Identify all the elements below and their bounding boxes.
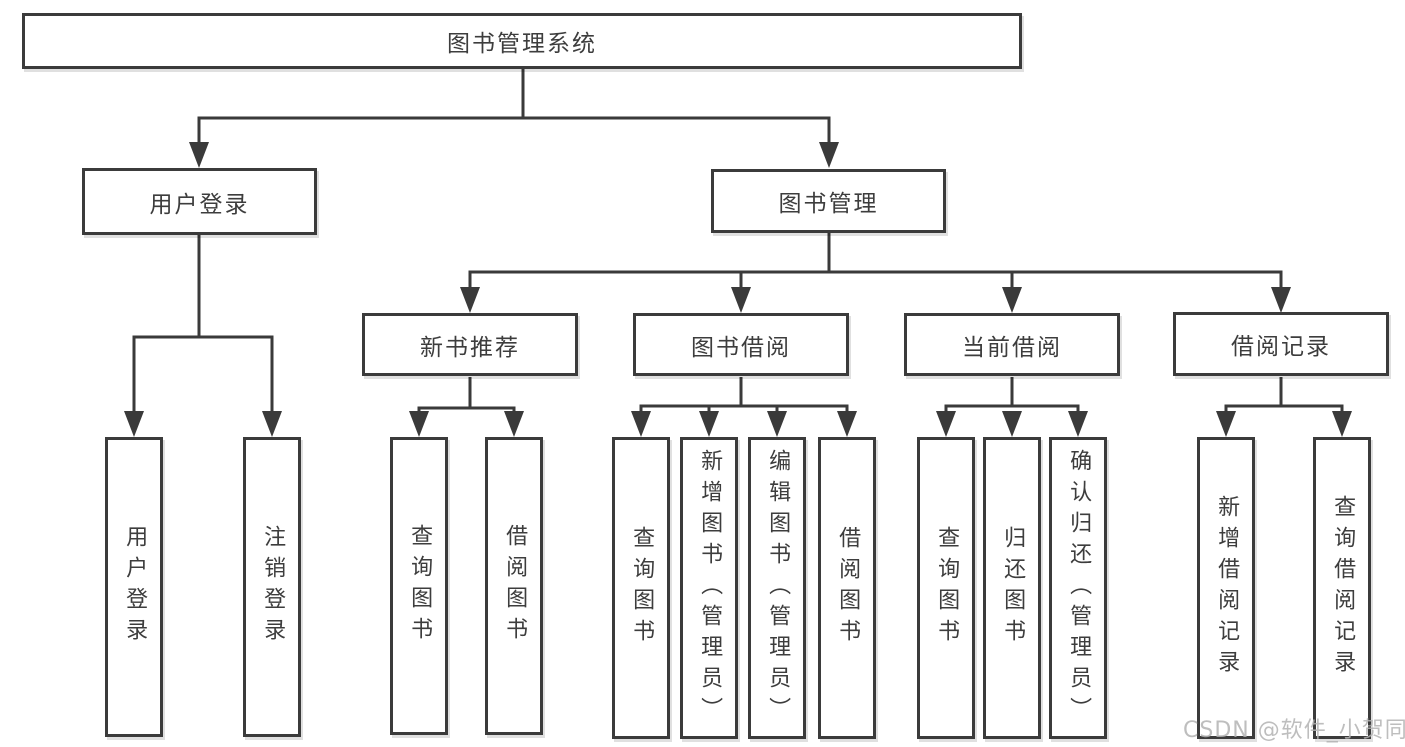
node-return-books-label: 归还图书 — [1000, 526, 1026, 650]
node-library-system: 图书管理系统 — [22, 13, 1022, 69]
node-confirm-return-admin: 确认归还（管理员） — [1049, 437, 1107, 739]
node-borrowing-records-label: 借阅记录 — [1231, 334, 1331, 360]
node-return-books: 归还图书 — [983, 437, 1041, 739]
node-book-management-label: 图书管理 — [778, 191, 879, 217]
node-user-login-branch-label: 用户登录 — [149, 191, 250, 218]
node-book-borrowing-label: 图书借阅 — [691, 334, 791, 361]
node-borrow-books-2: 借阅图书 — [818, 437, 876, 739]
arrowhead-triangles — [124, 142, 1352, 437]
node-add-books-admin-label: 新增图书（管理员） — [697, 448, 723, 728]
node-logout-label: 注销登录 — [260, 525, 286, 649]
node-query-books-3: 查询图书 — [917, 437, 975, 739]
csdn-watermark: CSDN @软件_小贺同学 — [1183, 718, 1405, 743]
node-query-books-1-label: 查询图书 — [407, 524, 433, 648]
node-user-login: 用户登录 — [105, 437, 163, 737]
node-book-management: 图书管理 — [711, 169, 946, 233]
node-book-borrowing: 图书借阅 — [633, 313, 849, 376]
node-new-book-recommend-label: 新书推荐 — [420, 334, 520, 361]
node-query-books-2: 查询图书 — [612, 437, 670, 739]
node-library-system-label: 图书管理系统 — [447, 31, 597, 57]
node-confirm-return-admin-label: 确认归还（管理员） — [1066, 448, 1092, 728]
node-query-books-3-label: 查询图书 — [934, 526, 960, 650]
node-add-borrow-record-label: 新增借阅记录 — [1214, 495, 1240, 681]
node-query-books-2-label: 查询图书 — [629, 526, 655, 650]
node-current-borrowing-label: 当前借阅 — [962, 334, 1062, 361]
node-current-borrowing: 当前借阅 — [904, 313, 1120, 376]
node-user-login-branch: 用户登录 — [82, 168, 317, 235]
node-add-books-admin: 新增图书（管理员） — [680, 437, 738, 739]
node-borrow-books-1-label: 借阅图书 — [502, 524, 528, 648]
node-logout: 注销登录 — [243, 437, 301, 737]
node-edit-books-admin-label: 编辑图书（管理员） — [765, 448, 791, 728]
node-query-borrow-record: 查询借阅记录 — [1313, 437, 1371, 739]
connector-paths — [132, 69, 1344, 415]
node-edit-books-admin: 编辑图书（管理员） — [748, 437, 806, 739]
node-borrowing-records: 借阅记录 — [1173, 312, 1389, 376]
node-user-login-label: 用户登录 — [122, 525, 148, 649]
node-borrow-books-1: 借阅图书 — [485, 437, 543, 735]
node-query-books-1: 查询图书 — [390, 437, 448, 735]
node-add-borrow-record: 新增借阅记录 — [1197, 437, 1255, 739]
node-new-book-recommend: 新书推荐 — [362, 313, 578, 376]
node-query-borrow-record-label: 查询借阅记录 — [1330, 495, 1356, 681]
node-borrow-books-2-label: 借阅图书 — [835, 526, 861, 650]
